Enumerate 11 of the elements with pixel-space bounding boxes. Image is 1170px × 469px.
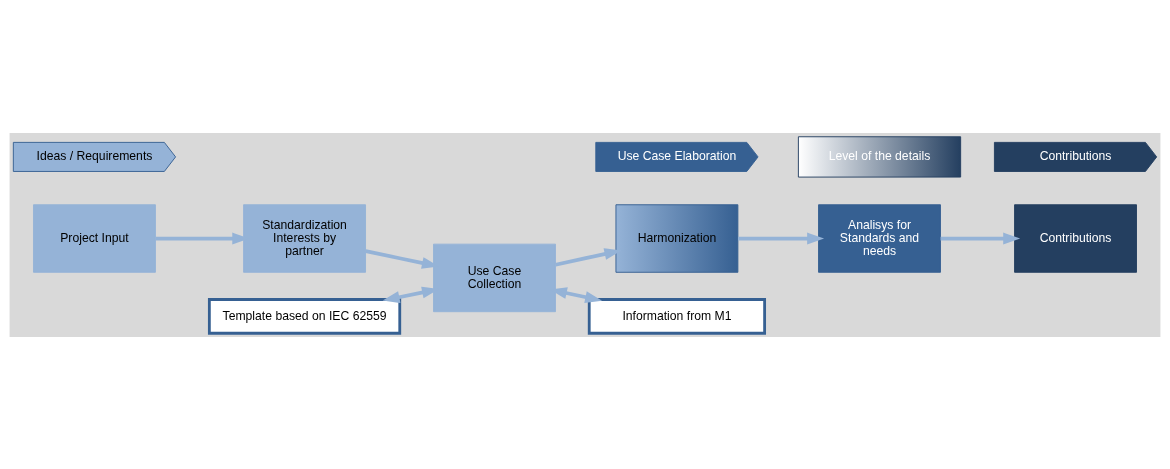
node-box: Analisys for Standards and needs <box>818 203 941 273</box>
node-box: Level of the details <box>797 135 962 178</box>
node-box: Harmonization <box>615 203 739 273</box>
arrow <box>940 232 1021 244</box>
node-box: Use Case Collection <box>433 243 556 312</box>
arrow <box>738 232 825 244</box>
node-box: Standardization Interests by partner <box>243 203 366 273</box>
node-box: Contributions <box>1014 203 1137 273</box>
node-box: Template based on IEC 62559 <box>207 297 402 335</box>
node-box: Project Input <box>33 203 156 273</box>
node-box: Information from M1 <box>587 297 766 335</box>
